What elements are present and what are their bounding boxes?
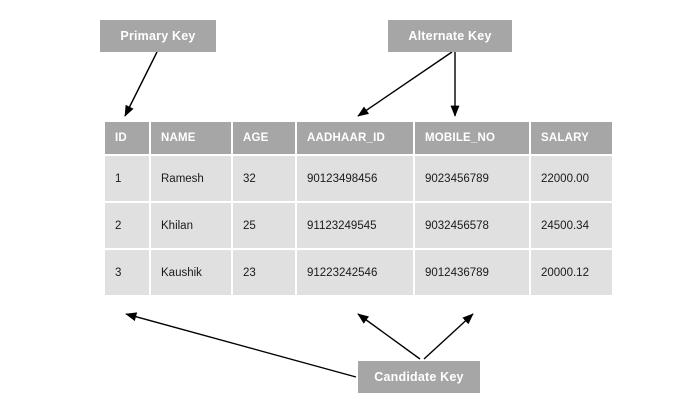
alternate-key-label-text: Alternate Key — [408, 29, 492, 43]
column-header-id: ID — [105, 122, 149, 154]
primary-key-label-text: Primary Key — [120, 29, 196, 43]
cell-salary: 20000.12 — [531, 250, 612, 295]
cell-salary: 22000.00 — [531, 156, 612, 201]
column-header-mobile_no: MOBILE_NO — [415, 122, 529, 154]
candidate-key-label-box: Candidate Key — [358, 361, 480, 393]
cell-salary: 24500.34 — [531, 203, 612, 248]
cell-mobile_no: 9012436789 — [415, 250, 529, 295]
column-header-aadhaar_id: AADHAAR_ID — [297, 122, 413, 154]
column-header-age: AGE — [233, 122, 295, 154]
alternate-key-to-aadhaar-id-arrow — [357, 51, 453, 117]
alternate-key-label-box: Alternate Key — [388, 20, 512, 52]
cell-age: 32 — [233, 156, 295, 201]
cell-aadhaar_id: 91123249545 — [297, 203, 413, 248]
cell-id: 2 — [105, 203, 149, 248]
cell-name: Kaushik — [151, 250, 231, 295]
candidate-key-label-text: Candidate Key — [374, 370, 464, 384]
column-header-name: NAME — [151, 122, 231, 154]
candidate-key-to-aadhaar-id-arrow — [357, 313, 421, 360]
cell-id: 3 — [105, 250, 149, 295]
cell-age: 23 — [233, 250, 295, 295]
cell-mobile_no: 9023456789 — [415, 156, 529, 201]
cell-age: 25 — [233, 203, 295, 248]
primary-key-to-id-arrow — [124, 51, 158, 117]
cell-mobile_no: 9032456578 — [415, 203, 529, 248]
primary-key-label-box: Primary Key — [100, 20, 216, 52]
column-header-salary: SALARY — [531, 122, 612, 154]
cell-id: 1 — [105, 156, 149, 201]
cell-name: Ramesh — [151, 156, 231, 201]
candidate-key-to-id-arrow — [125, 312, 357, 378]
cell-aadhaar_id: 91223242546 — [297, 250, 413, 295]
cell-aadhaar_id: 90123498456 — [297, 156, 413, 201]
cell-name: Khilan — [151, 203, 231, 248]
candidate-key-to-mobile-no-arrow — [423, 313, 474, 360]
